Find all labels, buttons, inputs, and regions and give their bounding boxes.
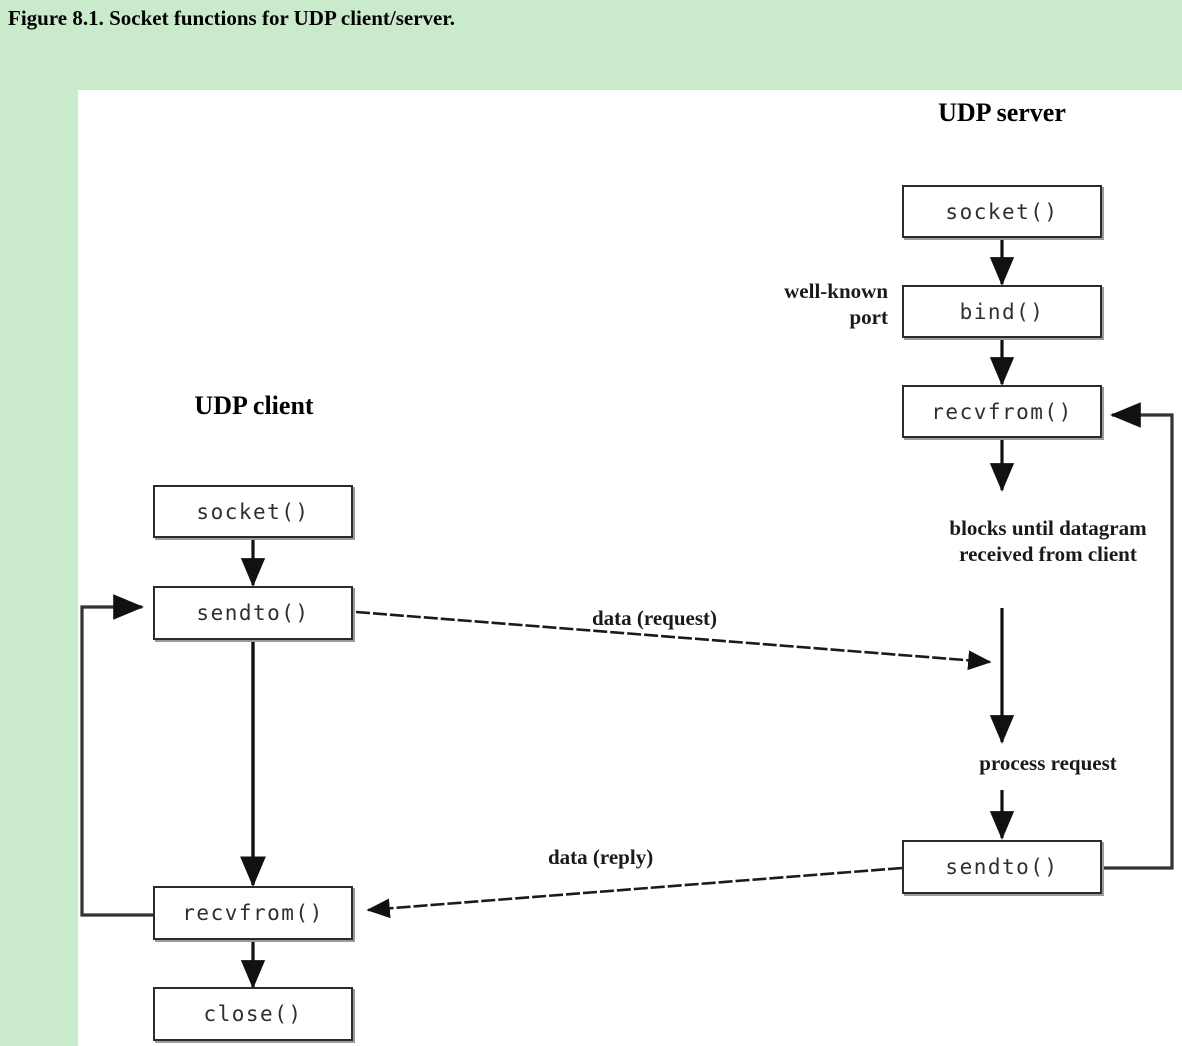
wire-label-data-request: data (request) bbox=[592, 606, 718, 630]
node-server-recvfrom[interactable]: recvfrom() bbox=[902, 385, 1102, 438]
node-client-socket[interactable]: socket() bbox=[153, 485, 353, 538]
connector-layer bbox=[80, 238, 1174, 989]
loop-client-recvfrom-to-sendto bbox=[80, 594, 153, 917]
node-client-close[interactable]: close() bbox=[153, 987, 353, 1041]
node-client-sendto[interactable]: sendto() bbox=[153, 586, 353, 640]
annotation-process-request: process request bbox=[979, 751, 1117, 775]
wire-data-reply bbox=[366, 866, 903, 919]
figure-title: Figure 8.1. Socket functions for UDP cli… bbox=[8, 6, 455, 30]
node-server-sendto[interactable]: sendto() bbox=[902, 840, 1102, 894]
node-server-socket[interactable]: socket() bbox=[902, 185, 1102, 238]
loop-server-sendto-to-recvfrom bbox=[1102, 402, 1174, 870]
wire-data-request bbox=[355, 610, 992, 671]
node-server-bind[interactable]: bind() bbox=[902, 285, 1102, 338]
annotation-blocks-until-datagram: blocks until datagram received from clie… bbox=[949, 516, 1147, 566]
diagram-canvas: UDP server UDP client bbox=[78, 90, 1182, 1046]
wire-label-data-reply: data (reply) bbox=[548, 845, 654, 869]
column-heading-udp-server: UDP server bbox=[938, 98, 1066, 127]
node-client-recvfrom[interactable]: recvfrom() bbox=[153, 886, 353, 940]
annotation-well-known-port: well-known port bbox=[784, 279, 888, 329]
column-heading-udp-client: UDP client bbox=[194, 391, 314, 420]
